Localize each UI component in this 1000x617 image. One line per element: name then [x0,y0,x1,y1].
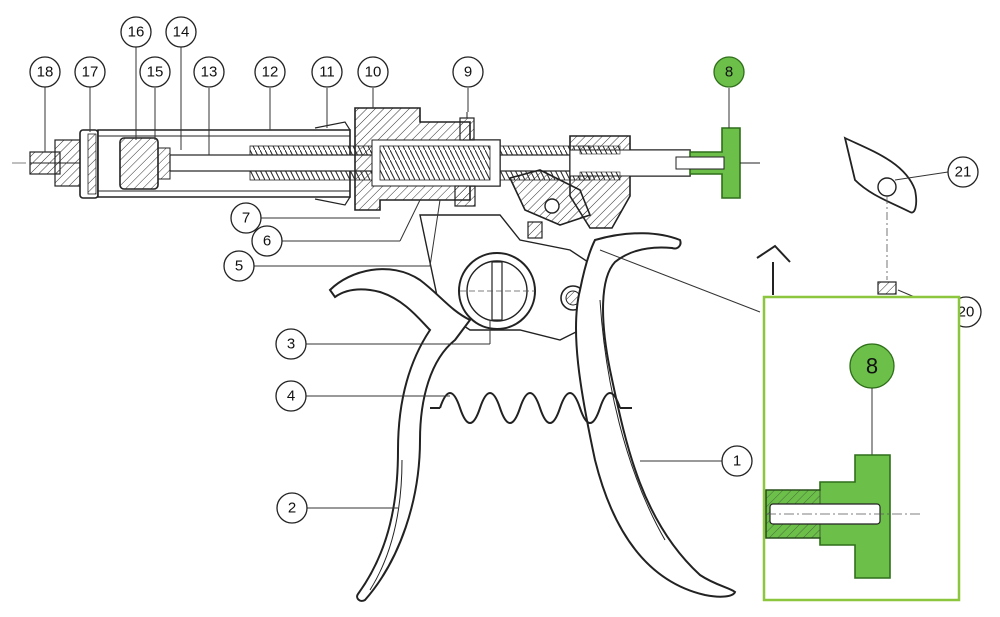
rear-housing-part [569,135,691,229]
callout-15: 15 [139,56,171,88]
callout-8: 8 [713,56,745,88]
callout-16: 16 [120,16,152,48]
svg-text:16: 16 [128,24,145,41]
svg-text:9: 9 [464,64,472,81]
pivot-part [458,252,536,330]
knob-part-highlight [675,127,760,199]
svg-text:8: 8 [725,64,733,81]
trigger-part [574,232,737,598]
svg-text:13: 13 [201,64,218,81]
part-20-pin [877,281,897,295]
svg-text:12: 12 [262,64,279,81]
spring-part [430,392,632,424]
lock-lever-part [508,169,592,239]
svg-text:10: 10 [365,64,382,81]
callout-3: 3 [275,328,307,360]
piston-part [119,137,171,190]
svg-text:1: 1 [733,453,741,470]
detail-inset: 8 [762,295,961,602]
svg-text:7: 7 [242,210,250,227]
section-marker [756,244,791,295]
front-cap-part [79,129,99,199]
svg-text:18: 18 [37,64,54,81]
svg-text:5: 5 [235,258,243,275]
callout-7: 7 [230,202,262,234]
callout-14: 14 [165,16,197,48]
callout-6: 6 [251,225,283,257]
callout-5: 5 [223,250,255,282]
svg-text:21: 21 [955,164,972,181]
callout-4: 4 [275,380,307,412]
callout-21: 21 [947,156,979,188]
detail-callout-8: 8 [866,354,878,379]
callout-11: 11 [311,56,343,88]
callout-17: 17 [74,56,106,88]
svg-text:20: 20 [958,304,975,321]
svg-text:6: 6 [263,233,271,250]
svg-text:2: 2 [288,500,296,517]
svg-text:11: 11 [319,64,335,81]
callout-12: 12 [254,56,286,88]
part-21-lever [843,136,918,280]
housing-part [354,107,501,211]
front-handle-part [328,268,472,602]
callout-1: 1 [721,445,753,477]
svg-text:4: 4 [287,388,295,405]
svg-text:14: 14 [173,24,190,41]
callout-2: 2 [276,492,308,524]
callout-9: 9 [452,56,484,88]
svg-text:15: 15 [147,64,164,81]
nozzle-part [29,139,85,187]
svg-text:3: 3 [287,336,295,353]
callout-13: 13 [193,56,225,88]
callout-18: 18 [29,56,61,88]
callout-10: 10 [357,56,389,88]
svg-text:17: 17 [82,64,99,81]
